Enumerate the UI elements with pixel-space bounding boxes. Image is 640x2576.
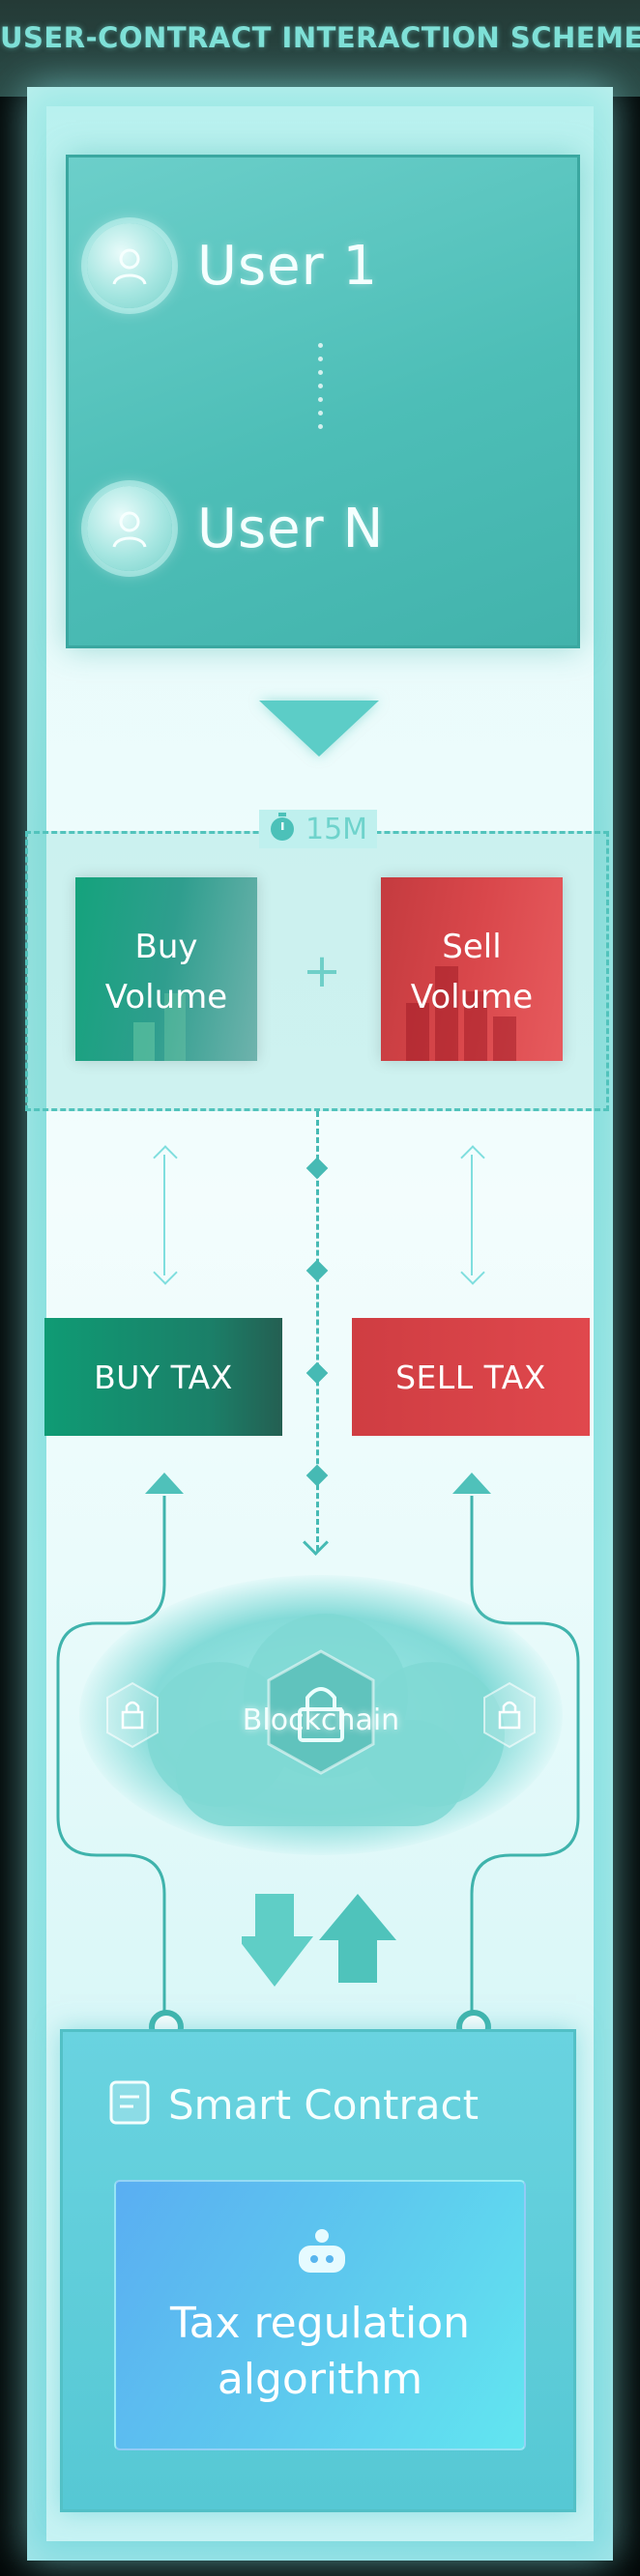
sell-volume-label: Sell Volume [410, 928, 534, 1016]
robot-icon [299, 2229, 345, 2273]
lock-icon [106, 1681, 159, 1749]
buy-tax-up-arrow-icon [145, 1473, 184, 1494]
page-title: USER-CONTRACT INTERACTION SCHEME [0, 21, 640, 54]
sell-double-arrow-icon [460, 1145, 485, 1285]
down-arrow-icon [259, 701, 379, 757]
user-avatar-icon [87, 486, 172, 571]
buy-tax-box: BUY TAX [44, 1318, 282, 1436]
lock-icon [483, 1681, 536, 1749]
timer-icon [269, 813, 296, 845]
algorithm-label: Tax regulation algorithm [169, 2299, 471, 2404]
ellipsis-dots [315, 343, 325, 449]
algorithm-box: Tax regulation algorithm [114, 2180, 526, 2450]
header-bar [0, 0, 640, 97]
user-label-last: User N [197, 497, 385, 560]
user-row-first: User 1 [87, 222, 493, 309]
buy-volume-card: Buy Volume [75, 877, 257, 1061]
buy-tax-label: BUY TAX [94, 1358, 233, 1396]
user-row-last: User N [87, 485, 493, 572]
smart-contract-header: Smart Contract [108, 2077, 479, 2132]
buy-volume-label: Buy Volume [104, 928, 228, 1016]
blockchain-cloud: Blockchain [79, 1575, 563, 1855]
sync-arrows-icon [242, 1894, 396, 1987]
sell-tax-box: SELL TAX [352, 1318, 590, 1436]
document-icon [108, 2079, 151, 2130]
lock-icon [267, 1649, 375, 1775]
timer-label: 15M [305, 812, 368, 846]
user-avatar-icon [87, 223, 172, 308]
center-dashed-connector [316, 1111, 319, 1551]
blockchain-label: Blockchain [242, 1703, 400, 1737]
timer-badge: 15M [259, 810, 378, 848]
buy-double-arrow-icon [153, 1145, 178, 1285]
sell-volume-card: Sell Volume [381, 877, 563, 1061]
plus-operator: + [302, 944, 342, 998]
sell-tax-label: SELL TAX [395, 1358, 546, 1396]
user-label-first: User 1 [197, 234, 379, 298]
sell-tax-up-arrow-icon [452, 1473, 491, 1494]
smart-contract-title: Smart Contract [168, 2080, 480, 2129]
